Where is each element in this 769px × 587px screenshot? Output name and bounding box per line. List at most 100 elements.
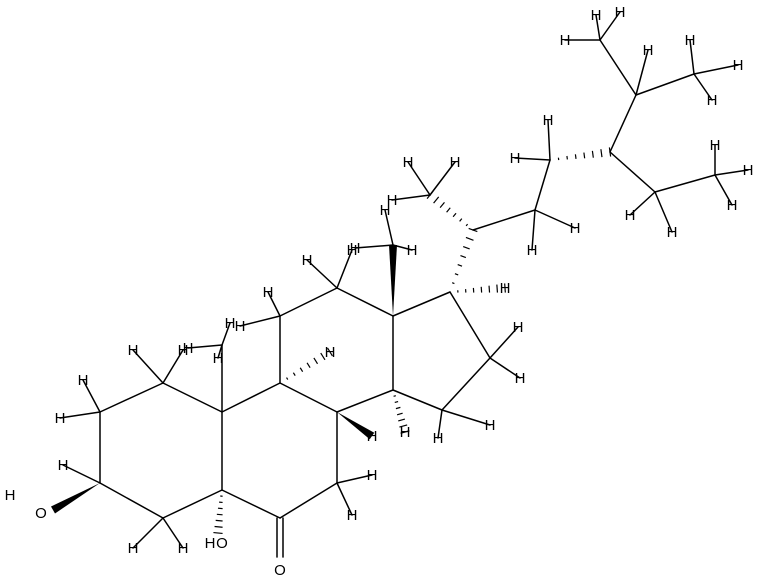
wedge-bond	[389, 245, 397, 316]
hydrogen-label: H	[263, 284, 274, 301]
hashed-bond	[396, 412, 403, 416]
bond-line	[132, 349, 164, 384]
bond-line	[449, 291, 491, 359]
hashed-bond	[457, 264, 463, 267]
hydrogen-label: H	[710, 137, 721, 154]
hydrogen-label: H	[302, 252, 313, 269]
hashed-bond	[591, 150, 594, 158]
hydrogen-label: H	[347, 507, 358, 524]
hashed-bond	[488, 285, 491, 293]
hydrogen-label: H	[591, 7, 602, 24]
bond-line	[59, 411, 101, 419]
bond-line	[336, 482, 353, 516]
hydrogen-label: H	[643, 42, 654, 59]
bond-line	[609, 151, 656, 193]
hydrogen-label: H	[625, 207, 636, 224]
bond-line	[279, 287, 338, 317]
bond-line	[609, 94, 637, 153]
oxygen-label: O	[274, 562, 286, 579]
hydrogen-label: H	[367, 467, 378, 484]
bond-line	[336, 389, 394, 413]
bond-line	[629, 191, 656, 216]
hashed-bond	[465, 223, 469, 227]
hashed-bond	[452, 212, 457, 218]
bond-line	[595, 14, 601, 41]
bond-line	[635, 49, 649, 96]
hashed-bond	[496, 284, 499, 293]
hashed-bond	[292, 372, 296, 376]
bond-line	[162, 489, 223, 519]
bond-line	[441, 357, 491, 411]
hydrogen-label: H	[543, 112, 554, 129]
bond-line	[162, 349, 184, 384]
hydrogen-label: H	[527, 242, 538, 259]
hydrogen-label: H	[707, 92, 718, 109]
hydrogen-label: H	[615, 4, 626, 21]
bond-line	[599, 39, 637, 96]
bond-line	[336, 249, 353, 289]
bond-line	[99, 482, 164, 519]
bond-line	[221, 489, 281, 519]
bond-line	[654, 191, 673, 233]
bond-line	[384, 209, 394, 246]
hydrogen-label: H	[387, 192, 398, 209]
bond-line	[693, 73, 713, 101]
hydrogen-label: H	[403, 154, 414, 171]
bond-line	[221, 382, 281, 413]
hydrogen-label: H	[450, 154, 461, 171]
bond-line	[279, 382, 338, 413]
bond-line	[162, 517, 184, 549]
bond-line	[99, 382, 164, 413]
bond-line	[221, 322, 231, 346]
hydrogen-label: H	[667, 224, 678, 241]
hydrogen-label: H	[325, 344, 336, 361]
hashed-bond	[400, 430, 410, 434]
hydrogen-label: H	[367, 428, 378, 445]
bond-line	[489, 357, 521, 379]
hashed-bond	[393, 395, 397, 397]
hydrogen-label: H	[733, 57, 744, 74]
hashed-bond	[426, 191, 434, 199]
hydrogen-label: H	[178, 540, 189, 557]
bond-line	[392, 291, 451, 317]
hashed-bond	[399, 424, 408, 428]
bond-line	[306, 259, 338, 289]
hashed-bond	[468, 227, 478, 233]
bond-line	[693, 64, 739, 75]
hydrogen-label: H	[5, 487, 16, 504]
bond-line	[162, 382, 223, 413]
bond-line	[391, 194, 431, 201]
bond-line	[635, 73, 695, 96]
bond-line	[472, 209, 536, 231]
hashed-bond	[504, 283, 506, 293]
oxygen-label: O	[216, 535, 228, 552]
hydrogen-label: H	[58, 457, 69, 474]
hydrogen-label: H	[225, 315, 236, 332]
bond-line	[217, 344, 223, 359]
hashed-bond	[433, 196, 440, 204]
hydrogen-label: H	[560, 32, 571, 49]
hydrogen-label: H	[213, 350, 224, 367]
hydrogen-label: H	[178, 342, 189, 359]
bond-line	[514, 157, 551, 161]
hashed-bond	[446, 207, 451, 213]
hashed-bond	[574, 154, 577, 159]
hashed-bond	[214, 525, 223, 528]
bond-line	[441, 409, 491, 426]
oxygen-label: O	[35, 505, 47, 522]
bond-line	[407, 161, 431, 196]
hydrogen-label: H	[570, 220, 581, 237]
hydrogen-label: H	[400, 424, 411, 441]
hydrogen-label: H	[727, 197, 738, 214]
bond-line	[429, 161, 456, 196]
bond-line	[714, 169, 749, 176]
hydrogen-label: H	[510, 150, 521, 167]
hashed-bond	[460, 255, 467, 259]
hydrogen-label: H	[128, 342, 139, 359]
hashed-bond	[398, 418, 406, 422]
hashed-bond	[299, 367, 304, 372]
hydrogen-label: H	[515, 370, 526, 387]
hashed-bond	[394, 400, 399, 404]
bond-line	[437, 409, 443, 439]
